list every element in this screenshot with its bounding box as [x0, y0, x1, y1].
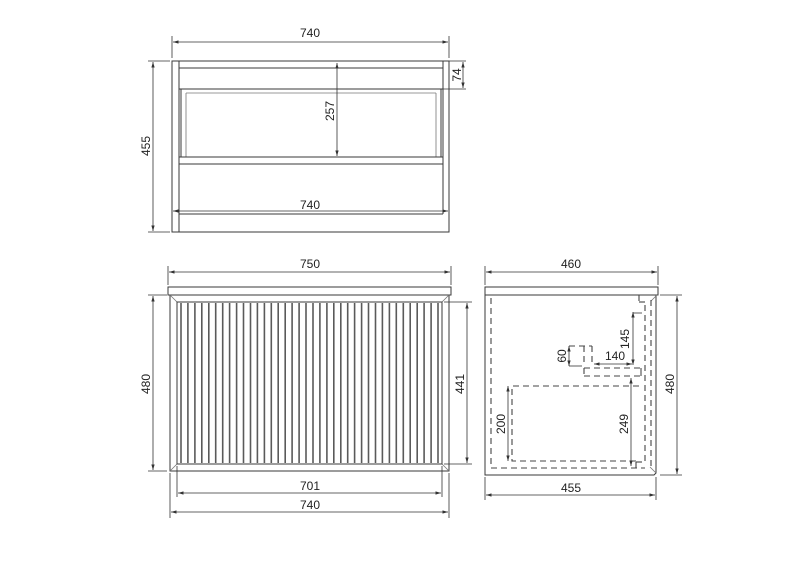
door-flutes: [180, 303, 439, 463]
basin-opening: [180, 88, 442, 158]
dim-top-depth: 455: [139, 136, 153, 156]
drawer-outline: [511, 385, 639, 462]
side-body: [484, 295, 657, 476]
dim-waste-offset: 140: [605, 349, 625, 363]
fluted-door: [176, 301, 443, 465]
dim-inner-width: 740: [300, 198, 320, 212]
dim-side-top-depth: 460: [561, 257, 581, 271]
dim-front-height: 480: [139, 374, 153, 394]
dim-door-height: 441: [453, 374, 467, 394]
dim-waste-drop: 145: [618, 329, 632, 349]
cabinet-body: [169, 294, 450, 472]
countertop: [167, 286, 452, 296]
dim-drawer-height: 200: [494, 414, 508, 434]
side-countertop: [484, 286, 659, 296]
front-view: 750 480 441 701 740: [139, 257, 472, 518]
dim-drawer-top-height: 249: [617, 414, 631, 434]
dim-basin-depth: 257: [323, 101, 337, 121]
side-view: 145 140 60 200 249 460 480 455: [484, 257, 682, 500]
dim-top-width: 740: [300, 26, 320, 40]
dim-trap-height: 60: [555, 349, 569, 363]
dim-side-height: 480: [663, 374, 677, 394]
top-view-outline: [171, 60, 450, 233]
dim-cabinet-width: 740: [300, 498, 320, 512]
dim-side-body-depth: 455: [561, 481, 581, 495]
dim-countertop-width: 750: [300, 257, 320, 271]
dim-door-width: 701: [300, 479, 320, 493]
dim-back-offset: 74: [450, 68, 464, 82]
top-view: 740 455 257 74 740: [139, 26, 466, 233]
